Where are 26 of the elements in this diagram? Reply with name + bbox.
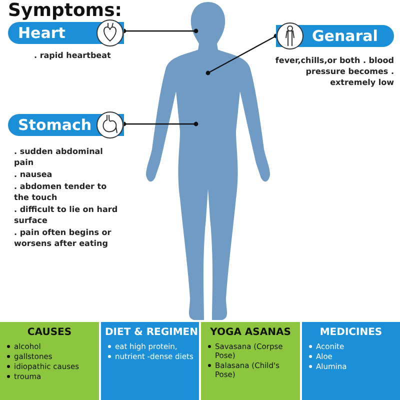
symptom-text: . abdomen tender to the touch	[14, 181, 108, 203]
panel-heading: CAUSES	[26, 327, 73, 338]
heading-pill	[8, 114, 124, 136]
heading-pill	[8, 22, 124, 44]
leader-line	[122, 122, 198, 126]
panel-heading: YOGA ASANAS	[209, 327, 292, 338]
info-panel	[201, 322, 300, 400]
panel-heading: MEDICINES	[318, 327, 384, 338]
human-body-drawing	[145, 1, 271, 321]
symptom-text: . pain often begins or worsens after eating	[14, 227, 112, 249]
info-panel	[101, 322, 199, 400]
symptom-text: fever,chills,or both . blood pressure becomes . extremely low	[274, 55, 394, 88]
heading-text: Heart	[18, 23, 66, 44]
title: Symptoms:	[8, 0, 122, 21]
symptom-text: . sudden abdominal pain	[14, 146, 104, 168]
heading-pill	[276, 25, 394, 47]
leader-line	[122, 28, 198, 34]
heading-text: Genaral	[312, 26, 378, 47]
symptom-text: . rapid heartbeat	[34, 50, 112, 61]
leader-line	[206, 34, 278, 76]
info-panel	[0, 322, 99, 400]
info-panel	[302, 322, 400, 400]
panel-heading: DIET & REGIMEN	[105, 327, 195, 338]
symptom-text: . nausea	[14, 169, 54, 180]
symptom-text: . difficult to lie on hard surface	[14, 204, 119, 226]
heading-text: Stomach	[18, 115, 92, 136]
